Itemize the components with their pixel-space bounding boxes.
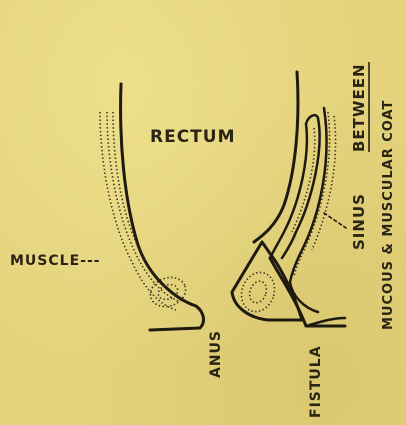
muscle-label: MUSCLE--- [10, 253, 101, 269]
anus-label: ANUS [208, 330, 224, 378]
left-sphincter-inner [156, 282, 180, 302]
left-rectal-wall [121, 84, 204, 330]
sinus-label: SINUS [350, 193, 368, 250]
left-sphincter [146, 273, 189, 312]
between-label: BETWEEN [350, 63, 368, 152]
rectum-label: RECTUM [150, 127, 236, 147]
sinus-pointer [324, 213, 346, 228]
fistula-label: FISTULA [308, 345, 324, 418]
right-sphincter-inner [247, 279, 270, 305]
right-sphincter-block [232, 242, 302, 320]
sinus-tip [306, 115, 318, 124]
mucous-muscular-coat-label: MUCOUS & MUSCULAR COAT [381, 100, 396, 330]
